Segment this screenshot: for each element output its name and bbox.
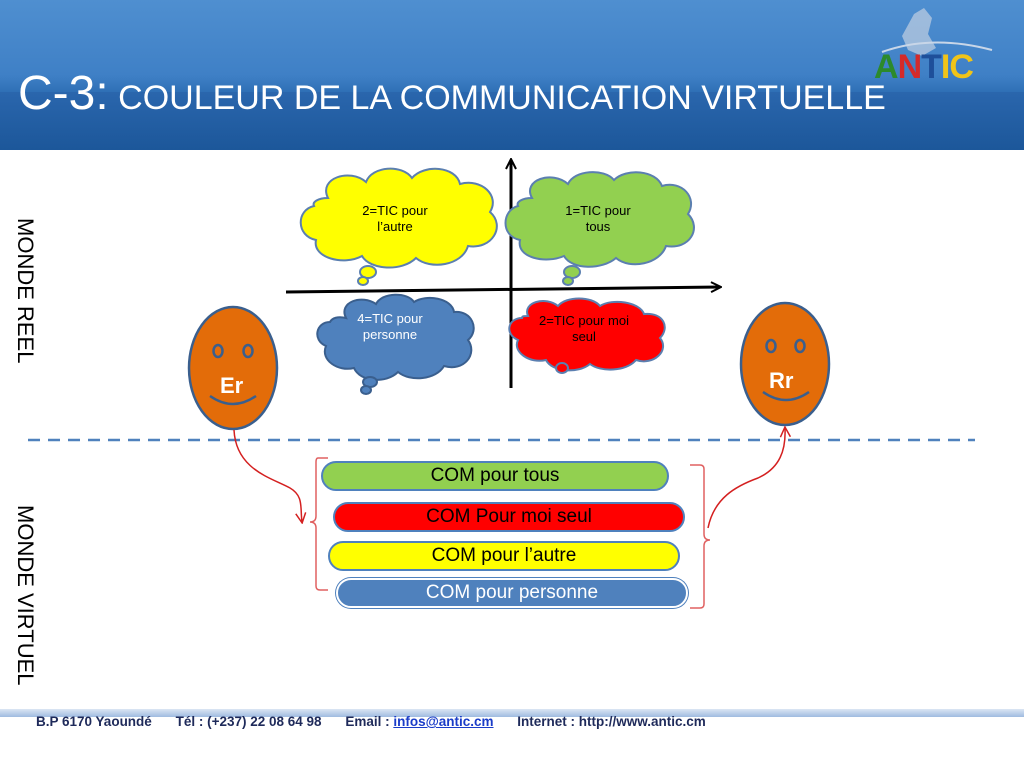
face-rr-right-eye (794, 338, 806, 354)
face-er (187, 305, 279, 431)
cloud-bottom-left-label: 4=TIC pour personne (357, 311, 423, 342)
cloud-top-left-label: 2=TIC pour l’autre (362, 203, 428, 234)
cloud-bottom-right (508, 297, 666, 374)
face-er-left-eye (212, 343, 224, 359)
face-er-label: Er (220, 373, 244, 398)
cloud-top-left (299, 167, 498, 286)
slide-footer: B.P 6170 Yaoundé Tél : (+237) 22 08 64 9… (36, 714, 726, 729)
pill-com-pour-personne: COM pour personne (336, 578, 688, 608)
face-rr-smile (762, 390, 810, 402)
footer-phone: Tél : (+237) 22 08 64 98 (175, 714, 322, 729)
email-link[interactable]: infos@antic.cm (393, 714, 494, 729)
face-rr (739, 301, 831, 427)
arrow-virtual-to-rr (707, 428, 785, 529)
label-monde-reel: MONDE REEL (13, 218, 38, 364)
antic-logo-icon (881, 8, 993, 56)
slide-title: C-3: COULEUR DE LA COMMUNICATION VIRTUEL… (18, 70, 886, 118)
face-rr-left-eye (765, 338, 777, 354)
label-monde-virtuel: MONDE VIRTUEL (13, 505, 38, 686)
face-rr-label: Rr (769, 368, 794, 393)
left-brace (309, 457, 328, 591)
cloud-top-right (504, 171, 695, 286)
title-text: COULEUR DE LA COMMUNICATION VIRTUELLE (108, 79, 886, 117)
face-er-right-eye (242, 343, 254, 359)
logo-text: ANTIC (874, 48, 974, 86)
pill-com-pour-lautre: COM pour l’autre (328, 541, 680, 571)
footer-internet: Internet : http://www.antic.cm (517, 714, 706, 729)
cloud-top-right-label: 1=TIC pour tous (565, 203, 631, 234)
cloud-bottom-right-label: 2=TIC pour moi seul (539, 313, 629, 344)
footer-divider (0, 709, 1024, 717)
face-er-smile (209, 394, 257, 406)
cloud-bottom-left (316, 293, 475, 395)
right-brace (690, 464, 711, 609)
footer-email-label: Email : (345, 714, 394, 729)
footer-email: Email : infos@antic.cm (345, 714, 493, 729)
pill-com-pour-tous: COM pour tous (321, 461, 669, 491)
arrow-er-to-virtual (233, 429, 302, 522)
title-number: C-3: (18, 67, 109, 120)
pill-com-pour-moi-seul: COM Pour moi seul (333, 502, 685, 532)
footer-address: B.P 6170 Yaoundé (36, 714, 152, 729)
horizontal-axis (285, 287, 720, 294)
header-band (0, 92, 1024, 150)
